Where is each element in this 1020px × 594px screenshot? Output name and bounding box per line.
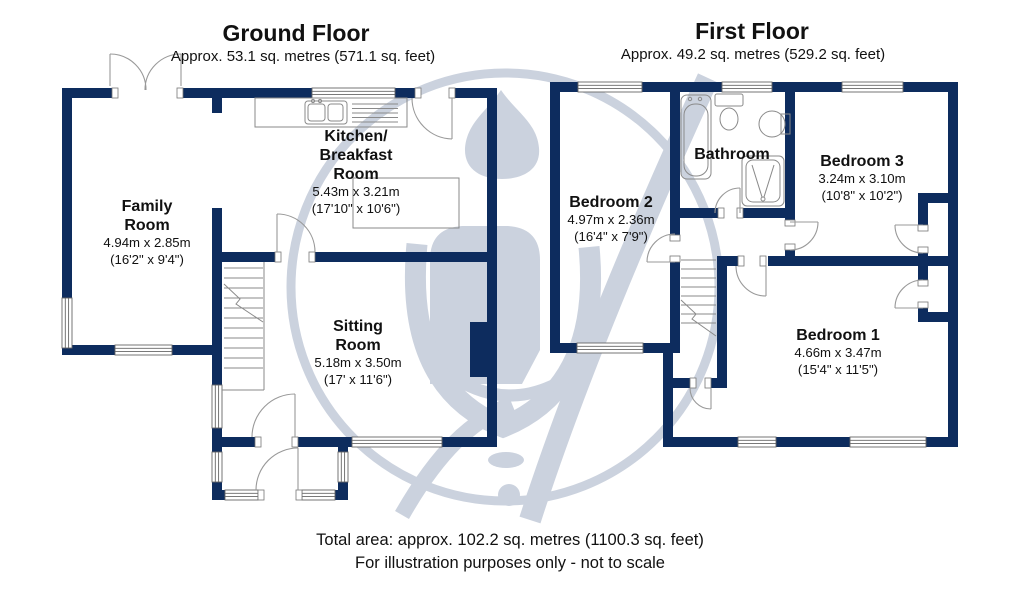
room-label-bedroom-2: Bedroom 2 4.97m x 2.36m (16'4" x 7'9") bbox=[567, 193, 654, 245]
shower-icon bbox=[741, 155, 785, 207]
room-name: Bedroom 3 bbox=[820, 153, 904, 170]
room-name: Room bbox=[335, 337, 381, 354]
cupboard-door-swing bbox=[894, 279, 924, 309]
toilet-icon bbox=[714, 93, 744, 131]
window bbox=[301, 489, 336, 501]
window bbox=[849, 436, 927, 448]
window bbox=[114, 344, 173, 356]
ground-floor-area: Approx. 53.1 sq. metres (571.1 sq. feet) bbox=[170, 48, 436, 65]
french-door-left bbox=[109, 53, 147, 91]
door-swing bbox=[789, 221, 819, 251]
room-label-sitting-room: Sitting Room 5.18m x 3.50m (17' x 11'6") bbox=[314, 317, 401, 388]
room-name: Bedroom 1 bbox=[796, 327, 880, 344]
breakfast-table bbox=[352, 177, 460, 229]
disclaimer-text: For illustration purposes only - not to … bbox=[355, 554, 665, 572]
room-name: Room bbox=[333, 166, 379, 183]
watermark-head bbox=[430, 226, 540, 384]
stairs-ground bbox=[222, 262, 265, 391]
watermark-horseshoe bbox=[404, 243, 602, 439]
window bbox=[576, 342, 644, 354]
window bbox=[721, 81, 773, 93]
room-name: Room bbox=[124, 217, 170, 234]
front-door-swing bbox=[255, 447, 299, 491]
window bbox=[211, 451, 223, 483]
room-dim-imperial: (16'2" x 9'4") bbox=[110, 251, 184, 267]
room-dim-metric: 4.97m x 2.36m bbox=[567, 212, 655, 227]
window bbox=[337, 451, 349, 483]
room-label-family-room: Family Room 4.94m x 2.85m (16'2" x 9'4") bbox=[103, 197, 190, 268]
first-floor-title: First Floor bbox=[695, 18, 809, 44]
ground-floor-walls bbox=[62, 88, 497, 500]
kitchen-sink-icon bbox=[304, 98, 398, 125]
total-area-text: Total area: approx. 102.2 sq. metres (11… bbox=[316, 531, 704, 549]
room-dim-metric: 5.43m x 3.21m bbox=[312, 184, 400, 199]
room-name: Family bbox=[121, 198, 173, 215]
room-dim-metric: 3.24m x 3.10m bbox=[818, 171, 906, 186]
door-swing bbox=[276, 213, 316, 253]
room-dim-metric: 4.66m x 3.47m bbox=[794, 345, 882, 360]
kitchen-counter bbox=[254, 97, 460, 229]
window bbox=[311, 87, 396, 99]
watermark-dot bbox=[498, 484, 520, 506]
watermark-swoosh-right bbox=[519, 73, 718, 524]
window bbox=[224, 489, 259, 501]
door-swing bbox=[411, 97, 453, 140]
room-name: Bedroom 2 bbox=[569, 194, 653, 211]
watermark-crest-top bbox=[464, 90, 540, 179]
room-dim-metric: 5.18m x 3.50m bbox=[314, 355, 402, 370]
cupboard-door-swing bbox=[894, 224, 924, 254]
watermark-smile bbox=[452, 371, 572, 402]
first-floor-area: Approx. 49.2 sq. metres (529.2 sq. feet) bbox=[620, 46, 886, 63]
room-dim-imperial: (16'4" x 7'9") bbox=[574, 228, 648, 244]
room-dim-imperial: (10'8" x 10'2") bbox=[821, 187, 903, 203]
room-dim-imperial: (17' x 11'6") bbox=[323, 371, 393, 387]
ground-floor-title: Ground Floor bbox=[222, 20, 370, 46]
watermark-ellipse bbox=[488, 452, 524, 468]
window bbox=[211, 384, 223, 429]
window bbox=[737, 436, 777, 448]
bath-icon bbox=[680, 94, 712, 180]
room-label-bedroom-1: Bedroom 1 4.66m x 3.47m (15'4" x 11'5") bbox=[794, 326, 881, 378]
stairs-first bbox=[680, 259, 717, 337]
room-name: Sitting bbox=[333, 318, 383, 335]
door-jambs bbox=[111, 87, 929, 501]
first-floor-walls bbox=[550, 82, 958, 447]
door-swing bbox=[251, 393, 296, 438]
door-swings bbox=[109, 53, 924, 491]
room-name: Bathroom bbox=[694, 146, 770, 163]
basin-icon bbox=[758, 110, 791, 138]
window bbox=[61, 297, 73, 349]
door-swing bbox=[714, 187, 741, 214]
room-dim-imperial: (15'4" x 11'5") bbox=[797, 361, 879, 377]
room-name: Breakfast bbox=[319, 147, 393, 164]
door-swing bbox=[646, 233, 676, 263]
room-dim-imperial: (17'10" x 10'6") bbox=[311, 200, 401, 216]
windows bbox=[61, 81, 927, 501]
window bbox=[841, 81, 904, 93]
room-label-kitchen-breakfast-room: Kitchen/ Breakfast Room 5.43m x 3.21m (1… bbox=[312, 127, 400, 217]
fireplace-chimney-breast bbox=[470, 322, 497, 377]
window bbox=[577, 81, 643, 93]
room-label-bathroom: Bathroom bbox=[694, 145, 770, 164]
room-name: Kitchen/ bbox=[324, 128, 388, 145]
room-dim-metric: 4.94m x 2.85m bbox=[103, 235, 191, 250]
room-label-bedroom-3: Bedroom 3 3.24m x 3.10m (10'8" x 10'2") bbox=[818, 152, 905, 204]
french-door-right bbox=[144, 53, 182, 91]
window bbox=[351, 436, 443, 448]
cupboard-door-swing bbox=[689, 387, 712, 410]
watermark-logo bbox=[286, 68, 724, 524]
door-swing bbox=[735, 265, 767, 297]
